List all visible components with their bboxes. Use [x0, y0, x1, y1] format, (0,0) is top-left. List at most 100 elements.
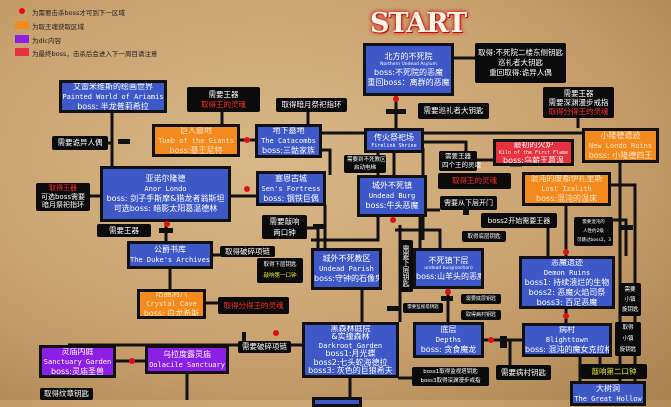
area-name: 大树洞 [596, 384, 620, 393]
note-blight-key-need: 需要病村钥匙 [496, 365, 551, 380]
boss-required-dot-icon [244, 137, 250, 143]
area-boss: boss3: 灰色的巨狼希夫 [308, 366, 393, 375]
area-lower-undead-burg[interactable]: 不死镇下层 undead burg(section) boss:山羊头的恶魔 [413, 248, 484, 289]
note-two-bells: 需要敲响两口钟 [262, 215, 307, 239]
note-need-doll: 需要诡异人偶 [52, 136, 108, 150]
area-en-name: Northern Undead Asylum [380, 61, 437, 67]
area-boss: boss: 白龙希斯 [143, 309, 200, 318]
note-town-key-get: 取得小镇旋钥匙 [615, 322, 641, 356]
area-boss: boss2: 恶魔火焰司祭 [528, 287, 606, 297]
area-name: 恶魔遗迹 [551, 257, 583, 267]
area-boss: boss: 钢铁巨偶 [263, 193, 319, 203]
area-en-name: Depths [435, 336, 462, 344]
area-undead-burg[interactable]: 城外不死镇 Undead Burg boss:牛头恶魔 [357, 175, 427, 217]
legend-boss-dot-icon [19, 8, 25, 14]
note-open-from-below: 需要从下层开门 [440, 196, 497, 210]
legend-lord-soul-label: 为取王魂获取区域 [32, 23, 84, 31]
note-basement-key-get: 取得底层钥匙 [462, 231, 506, 242]
boss-required-dot-icon [129, 358, 135, 364]
area-the-catacombs[interactable]: 地下墓地 The Catacombs boss:三骷家族 [255, 124, 322, 158]
note-blight-key-get: 取得病村钥匙 [461, 310, 501, 320]
note-crest-key: 取得纹章钥匙 [40, 388, 93, 400]
area-boss: 重回boss：离群的恶魔 [367, 77, 450, 87]
area-name: 混沌的废都伊扎里斯 [530, 174, 603, 183]
note-izalith-lord-soul: 取得王的灵魂 [438, 173, 511, 189]
area-dukes-archives[interactable]: 公爵书库 The Duke's Archives [127, 241, 213, 269]
area-undead-parish[interactable]: 城外不死教区 Undead Parish boss:守钟的石像鬼 [311, 248, 382, 290]
area-name: 地下墓地 [272, 126, 305, 135]
boss-required-dot-icon [393, 96, 399, 102]
area-en-name: Tomb of the Giants [158, 136, 234, 145]
area-cut-off[interactable] [312, 397, 362, 407]
area-name: 城外不死教区 [322, 254, 371, 263]
area-boss: boss:混沌的温床 [535, 194, 597, 203]
area-new-londo-ruins[interactable]: 小隆德遗迹 New Londo Ruins boss: 小隆德四王 [582, 128, 659, 163]
area-boss: boss:山羊头的恶魔 [416, 271, 484, 281]
area-sanctuary-garden[interactable]: 灵庙内庭 Sanctuary Garden boss:灵庙圣兽 [39, 345, 116, 378]
note-need-lordvessel: 需要王器 [97, 224, 151, 237]
area-northern-undead-asylum[interactable]: 北方的不死院 Northern Undead Asylum boss:不死院的恶… [363, 43, 454, 96]
boss-required-dot-icon [445, 289, 451, 295]
area-name: 巨人墓地 [180, 125, 212, 135]
area-crystal-cave[interactable]: 结晶洞穴 Crystal Cave boss: 白龙希斯 [137, 289, 206, 319]
area-en-name: Sanctuary Garden [43, 357, 112, 366]
legend-final-label: 为最终boss，击杀后会进入下一周目请注意 [32, 50, 158, 58]
note-boss2-lordvessel: boss2开始需要王器 [481, 213, 557, 228]
area-en-name: New Londo Ruins [588, 141, 653, 150]
area-oolacile-sanctuary[interactable]: 乌拉度露灵庙 Oolacile Sanctuary [145, 345, 229, 374]
area-anor-londo[interactable]: 亚诺尔隆德 Anor Londo boss: 剑子手斯摩&猎龙者翁斯坦 可选bo… [100, 166, 231, 222]
boss-required-dot-icon [273, 330, 279, 336]
area-boss: boss: 混沌的魔女克拉格 [525, 345, 612, 354]
note-need-big-key: 需要巡礼者大钥匙 [418, 103, 489, 119]
area-boss: boss:灵庙圣兽 [50, 366, 104, 376]
note-kiln-requirements: 需要王器四个王的灵魂 [439, 151, 481, 171]
area-name: 亚诺尔隆德 [145, 174, 186, 183]
note-broken-pendant: 取得破碎项链 [220, 246, 275, 257]
area-lost-izalith[interactable]: 混沌的废都伊扎里斯 Lost Izalith boss:混沌的温床 [522, 172, 611, 206]
area-name: 结晶洞穴 [155, 289, 188, 298]
note-tomb-requirements: 需要王器取得王的灵魂 [187, 87, 260, 112]
legend-orange-swatch-icon [15, 21, 29, 29]
area-blighttown[interactable]: 病村 Blighttown boss: 混沌的魔女克拉格 [522, 323, 612, 357]
area-en-name: Crystal Cave [146, 300, 197, 308]
note-lower-key-first-bell: 取得下层钥匙敲响第一口钟 [257, 258, 303, 283]
area-name: 公爵书库 [154, 245, 186, 254]
area-en-name: Anor Londo [144, 185, 187, 193]
area-darkroot-garden[interactable]: 黑森林庭院 &实撞森林 Darkroot Garden boss1:月光蝶 bo… [302, 322, 399, 378]
area-en-name: undead burg(section) [424, 265, 473, 271]
area-name: 不死镇下层 [428, 255, 469, 265]
note-need-lower-key: 需要下层钥匙 [399, 240, 413, 292]
note-basement-key-need: 需要底层钥匙 [461, 294, 501, 304]
area-en-name: Kiln of the First Flame [498, 149, 569, 156]
area-sens-fortress[interactable]: 塞恩古城 Sen's Fortress boss: 钢铁巨偶 [256, 171, 326, 206]
area-en-name: Sen's Fortress [261, 184, 321, 193]
area-en-name: The Catacombs [261, 137, 316, 145]
legend-purple-swatch-icon [15, 35, 29, 43]
area-demon-ruins[interactable]: 恶魔遗迹 Demon Ruins boss1: 持续溃烂的生物 boss2: 恶… [519, 256, 615, 309]
boss-required-dot-icon [244, 186, 250, 192]
area-name: 底层 [440, 325, 457, 334]
area-name: 乌拉度露灵庙 [163, 349, 211, 359]
area-boss: boss:守钟的石像鬼 [314, 274, 382, 283]
area-name: 北方的不死院 [384, 51, 433, 61]
area-painted-world[interactable]: 艾雷米维斯的绘画世界 Painted World of Ariamis boss… [59, 80, 167, 113]
area-firelink-shrine[interactable]: 传火祭祀场 Firelink Shrine [364, 128, 424, 153]
area-kiln-of-the-first-flame[interactable]: 最初的火炉 Kiln of the First Flame boss:乌薪王葛温 [493, 139, 574, 166]
area-boss: boss: 剑子手斯摩&猎龙者翁斯坦 [106, 194, 225, 203]
area-boss: boss:三骷家族 [261, 146, 315, 155]
area-name: &实撞森林 [331, 332, 370, 341]
area-name: 城外不死镇 [372, 181, 412, 190]
area-great-hollow[interactable]: 大树洞 The Great Hollow [570, 381, 646, 406]
note-crystal-lord-soul: 取得分得王的灵魂 [218, 297, 289, 314]
area-depths[interactable]: 底层 Depths boss: 贪食魔龙 [413, 322, 484, 358]
legend-dlc-label: 为dlc内容 [32, 37, 62, 45]
note-darkmoon-ring: 取得暗月祭祀指环 [276, 98, 347, 112]
area-en-name: Painted World of Ariamis [62, 92, 164, 101]
note-parish-elevator: 需要到不死教区启动电梯 [344, 155, 386, 173]
note-need-pendant: 需要破碎项链 [238, 341, 291, 353]
area-name: 塞恩古城 [275, 173, 307, 183]
area-name: 病村 [559, 325, 575, 334]
area-boss: boss3: 百足恶魔 [536, 297, 598, 307]
area-tomb-of-the-giants[interactable]: 巨人墓地 Tomb of the Giants boss:墓王尼特 [152, 124, 240, 157]
